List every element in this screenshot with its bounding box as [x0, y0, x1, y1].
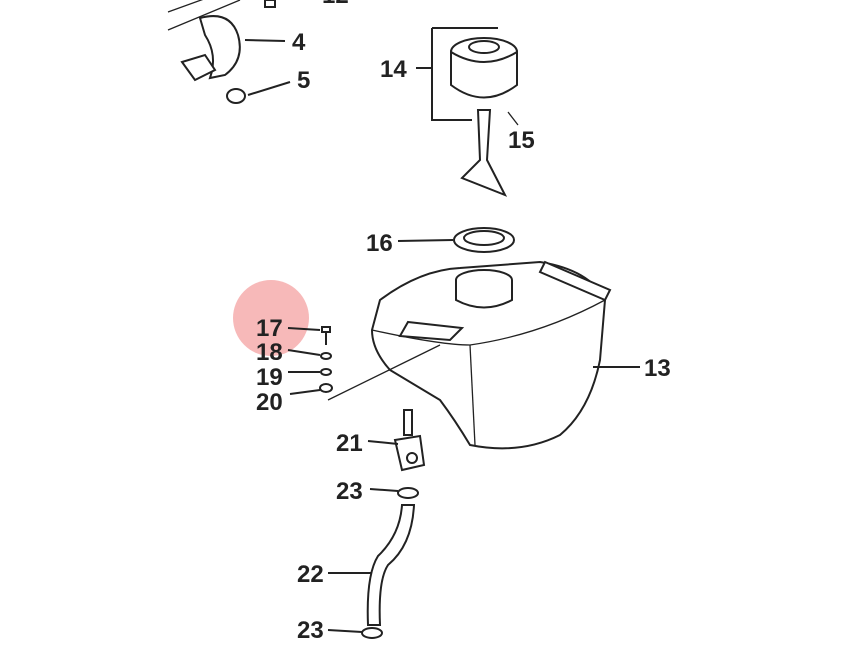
label-23-lower: 23 — [297, 617, 324, 644]
label-22: 22 — [297, 561, 324, 588]
label-18: 18 — [256, 339, 283, 366]
part-gasket-16 — [397, 227, 515, 253]
part-12 — [264, 0, 276, 8]
label-12: 12 — [322, 0, 349, 9]
leader-5 — [247, 81, 291, 96]
highlight-marker — [233, 280, 309, 356]
label-19: 19 — [256, 364, 283, 391]
part-fuel-valve-21 — [367, 409, 426, 472]
leader-4 — [244, 39, 286, 42]
part-fuel-cap-14 — [416, 27, 518, 121]
part-washer-19 — [288, 368, 332, 376]
label-4: 4 — [292, 29, 306, 56]
label-13: 13 — [644, 355, 671, 382]
label-5: 5 — [297, 67, 310, 94]
part-washer-18 — [287, 349, 332, 360]
label-17: 17 — [256, 315, 283, 342]
part-fuel-tank-13 — [370, 260, 640, 450]
label-15: 15 — [508, 127, 535, 154]
part-clamp-23-lower — [327, 627, 383, 639]
part-hose-22 — [328, 504, 416, 626]
label-21: 21 — [336, 430, 363, 457]
part-5 — [226, 88, 246, 104]
part-nut-20 — [289, 344, 441, 401]
label-16: 16 — [366, 230, 393, 257]
part-bolt-17 — [287, 326, 331, 345]
part-strainer-15 — [460, 109, 519, 197]
part-clamp-23-upper — [369, 487, 419, 499]
label-20: 20 — [256, 389, 283, 416]
part-bracket-4 — [167, 0, 241, 82]
label-23-upper: 23 — [336, 478, 363, 505]
label-14: 14 — [380, 56, 407, 83]
